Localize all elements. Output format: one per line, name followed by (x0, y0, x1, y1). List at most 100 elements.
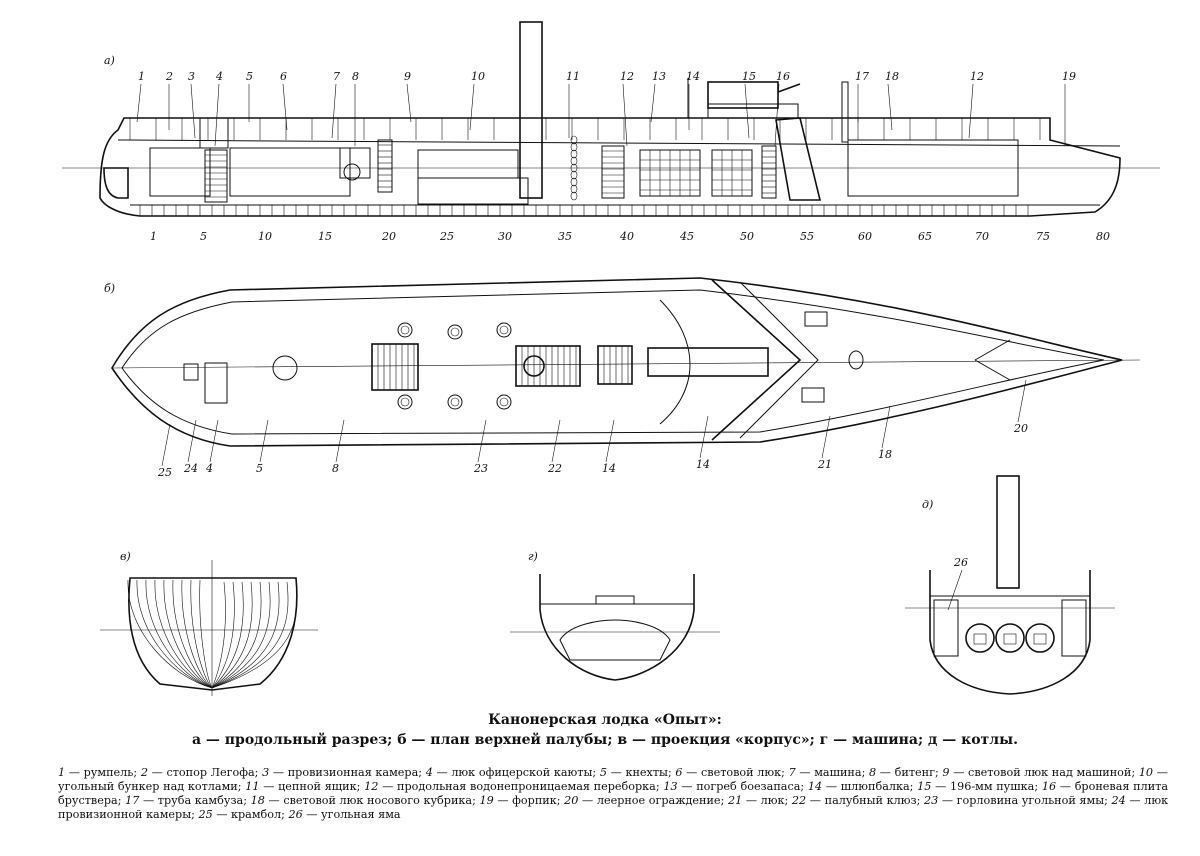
chain-link (570, 163, 578, 173)
callout-12: 12 (970, 70, 984, 83)
galley-pipe (841, 81, 849, 143)
frame-number-20: 20 (381, 230, 396, 243)
longitudinal-section: а) (62, 21, 1160, 243)
legend-text: стопор Легофа (166, 766, 255, 779)
ladder (377, 139, 393, 193)
plan-callout-8: 8 (332, 462, 339, 475)
section-callout-26: 26 (953, 556, 968, 569)
legend-text: форпик (512, 794, 557, 807)
boiler (995, 623, 1025, 653)
legend-item: 4 — люк офицерской каюты; (425, 766, 600, 779)
legend-item: 17 — труба камбуза; (125, 794, 251, 807)
chain-locker (570, 135, 578, 201)
scuttle-inner (400, 325, 410, 335)
frame-number-45: 45 (679, 230, 694, 243)
keel-frames (139, 205, 1029, 216)
ammunition-magazine (639, 149, 753, 197)
boiler (1025, 623, 1055, 653)
plan-callout-22: 22 (547, 462, 562, 475)
chain-link (570, 170, 578, 180)
legend-number: 23 (923, 794, 939, 807)
legend-number: 25 (198, 808, 213, 821)
engine (339, 147, 371, 179)
frame-number-70: 70 (975, 230, 989, 243)
bow-fitting (974, 339, 1011, 381)
body-frame-fore (211, 581, 289, 689)
officer-hatch-plan (204, 362, 228, 404)
bulwark-stanchions (129, 118, 1041, 140)
breastwork-inner (739, 281, 819, 439)
body-frame-aft (154, 579, 213, 689)
chain-link (570, 149, 578, 159)
hull-profile (99, 117, 1121, 217)
view-label-b: б) (104, 282, 115, 295)
callout-19: 19 (1062, 70, 1076, 83)
legend-number: 18 (250, 794, 265, 807)
plan-callout-20: 20 (1013, 422, 1028, 435)
plan-callout-21: 21 (817, 458, 832, 471)
view-label-g: г) (528, 550, 538, 563)
hatch-21 (801, 387, 825, 403)
body-frame-aft (190, 579, 213, 689)
callout-1: 1 (138, 70, 145, 83)
engine-section-hull (539, 574, 695, 681)
chain-link (570, 142, 578, 152)
body-frame-fore (211, 581, 244, 689)
legend-item: 1 — румпель; (58, 766, 141, 779)
legend-number: 12 (364, 780, 379, 793)
legend-item: 7 — машина; (788, 766, 869, 779)
boiler (965, 623, 995, 653)
gun-plan (647, 347, 769, 377)
legend-number: 2 (140, 766, 148, 779)
chain-link (570, 135, 578, 145)
body-frame-fore (211, 581, 280, 689)
legend-text: цепной ящик (278, 780, 357, 793)
engine-mechanism (559, 619, 671, 661)
ladder (761, 145, 777, 199)
frame-number-25: 25 (439, 230, 454, 243)
body-frame-fore (211, 581, 253, 689)
legend-text: угольный бункер над котлами (58, 780, 238, 793)
plan-leader (1017, 379, 1027, 423)
callout-5: 5 (246, 70, 253, 83)
legend-text: шлюпбалка (840, 780, 910, 793)
legend-item: 26 — угольная яма (288, 808, 401, 821)
fore-hatch (804, 311, 828, 327)
legend-item: 9 — световой люк над машиной; (942, 766, 1139, 779)
callout-3: 3 (188, 70, 195, 83)
legend-number: 14 (807, 780, 823, 793)
legend-number: 3 (262, 766, 270, 779)
callout-9: 9 (404, 70, 411, 83)
legend-text: люк (760, 794, 785, 807)
legend-item: 22 — палубный клюз; (791, 794, 924, 807)
scuttle-inner (450, 327, 460, 337)
skylight-gratings (371, 343, 633, 391)
frame-number-15: 15 (318, 230, 332, 243)
ladder (204, 149, 228, 203)
plan-leader (477, 419, 487, 463)
frame-number-65: 65 (918, 230, 932, 243)
plan-callout-23: 23 (473, 462, 488, 475)
scuttle (397, 322, 413, 338)
scuttle-inner (450, 397, 460, 407)
ladder (601, 145, 625, 199)
coal-scuttles (397, 322, 512, 410)
boilers (965, 623, 1055, 653)
engine-cylinder (343, 163, 361, 181)
scuttle-inner (499, 325, 509, 335)
legend-text: труба камбуза (157, 794, 244, 807)
legend-number: 22 (791, 794, 807, 807)
upper-deck-line (117, 139, 1121, 147)
chain-link (570, 191, 578, 201)
breastwork-armor (775, 117, 822, 201)
legend-number: 16 (1041, 780, 1057, 793)
body-frame-aft (199, 579, 213, 689)
legend-item: 20 — леерное ограждение; (564, 794, 728, 807)
plan-leader (699, 415, 709, 459)
legend-text: провизионная камера (287, 766, 419, 779)
gun-barrel (777, 83, 801, 93)
legend-item: 5 — кнехты; (599, 766, 676, 779)
legend-item: 13 — погреб боезапаса; (663, 780, 808, 793)
body-frame-aft (127, 579, 213, 689)
